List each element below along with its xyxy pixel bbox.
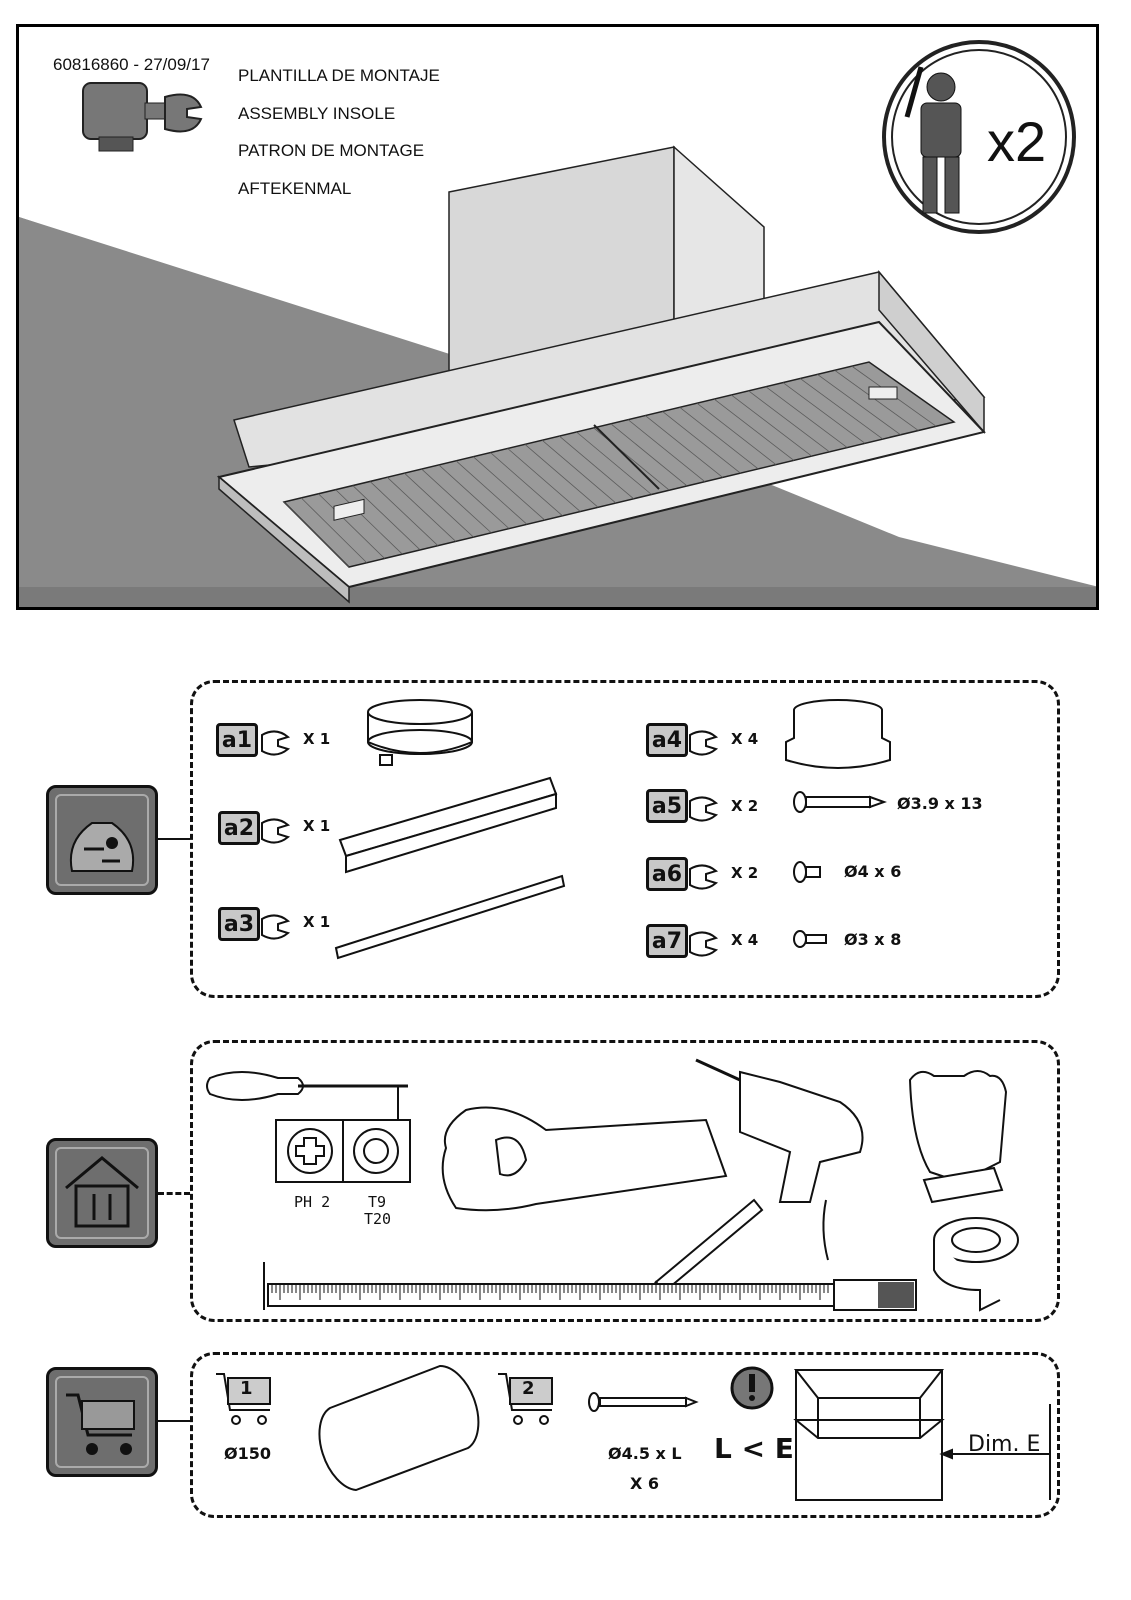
part-a5-badge: a5 (646, 789, 688, 823)
hood-drawing (19, 40, 1096, 607)
part-a6-qty: X 2 (731, 864, 759, 882)
torx-icon (363, 1138, 389, 1164)
persons-count: x2 (987, 110, 1047, 173)
purchase-panel (190, 1352, 1060, 1518)
part-a4-badge: a4 (646, 723, 688, 757)
part-a4-adapter-drawing (785, 699, 891, 769)
bit-ph-label: PH 2 (294, 1193, 331, 1211)
part-a1-qty: X 1 (303, 730, 331, 748)
part-a2-rail-drawing (338, 776, 558, 874)
saw-icon (441, 1106, 728, 1212)
house-tools-icon (46, 1138, 158, 1248)
gloves-icon (908, 1070, 1008, 1204)
document-id: 60816860 - 27/09/17 (53, 55, 210, 74)
title-es: PLANTILLA DE MONTAJE (238, 66, 440, 85)
part-a3-wrench-icon (261, 914, 291, 940)
screw-qty: X 6 (630, 1474, 660, 1493)
part-a3-badge: a3 (218, 907, 260, 941)
part-a6-badge: a6 (646, 857, 688, 891)
part-a7-badge: a7 (646, 924, 688, 958)
duct-drawing (318, 1364, 480, 1492)
tape-roll-icon (933, 1217, 1019, 1312)
title-list: PLANTILLA DE MONTAJE ASSEMBLY INSOLE PAT… (238, 57, 440, 207)
part-a3-qty: X 1 (303, 913, 331, 931)
part-a1-badge: a1 (216, 723, 258, 757)
part-a4-qty: X 4 (731, 730, 759, 748)
measuring-tape-icon (263, 1262, 917, 1311)
cabinet-drawing (793, 1369, 1051, 1501)
part-a6-spec: Ø4 x 6 (844, 862, 902, 881)
part-a1-wrench-icon (261, 730, 291, 756)
part-a6-wrench-icon (689, 864, 719, 890)
parts-bag-icon (46, 785, 158, 895)
cart-1-icon (216, 1373, 271, 1425)
part-a7-qty: X 4 (731, 931, 759, 949)
cart-2-icon (498, 1373, 553, 1425)
length-rule: L < E (714, 1432, 794, 1465)
part-a1-ring-drawing (367, 699, 473, 766)
part-a7-wrench-icon (689, 931, 719, 957)
part-a5-wrench-icon (689, 796, 719, 822)
part-a5-screw-drawing (793, 791, 887, 813)
hero-illustration: 60816860 - 27/09/17 PLANTILLA DE MONTAJE… (16, 24, 1099, 610)
part-a2-wrench-icon (261, 818, 291, 844)
part-a2-qty: X 1 (303, 817, 331, 835)
person-screwdriver-icon (882, 40, 1076, 234)
title-nl: AFTEKENMAL (238, 178, 352, 198)
duct-diameter: Ø150 (224, 1444, 271, 1463)
wood-screw-drawing (588, 1392, 699, 1412)
drill-icon (695, 1058, 864, 1261)
cart-1-number: 1 (240, 1378, 253, 1399)
parts-panel (190, 680, 1060, 998)
screwdriver-icon (206, 1071, 408, 1120)
bit-t20-label: T20 (364, 1210, 392, 1228)
title-fr: PATRON DE MONTAGE (238, 141, 425, 160)
wrench-icon (82, 82, 203, 152)
bit-t9-label: T9 (368, 1193, 387, 1211)
dim-e-label: Dim. E (968, 1432, 1041, 1457)
part-a5-spec: Ø3.9 x 13 (897, 794, 983, 813)
part-a5-qty: X 2 (731, 797, 759, 815)
part-a6-screw-drawing (793, 861, 821, 883)
tools-panel (190, 1040, 1060, 1322)
shopping-cart-icon (46, 1367, 158, 1477)
warning-icon (730, 1366, 774, 1410)
part-a7-spec: Ø3 x 8 (844, 930, 902, 949)
bit-box (275, 1119, 411, 1183)
cart-2-number: 2 (522, 1378, 535, 1399)
part-a7-screw-drawing (793, 930, 827, 948)
title-en: ASSEMBLY INSOLE (238, 103, 396, 123)
part-a2-badge: a2 (218, 811, 260, 845)
part-a3-strip-drawing (334, 874, 566, 960)
part-a4-wrench-icon (689, 730, 719, 756)
screw-spec: Ø4.5 x L (608, 1444, 682, 1463)
